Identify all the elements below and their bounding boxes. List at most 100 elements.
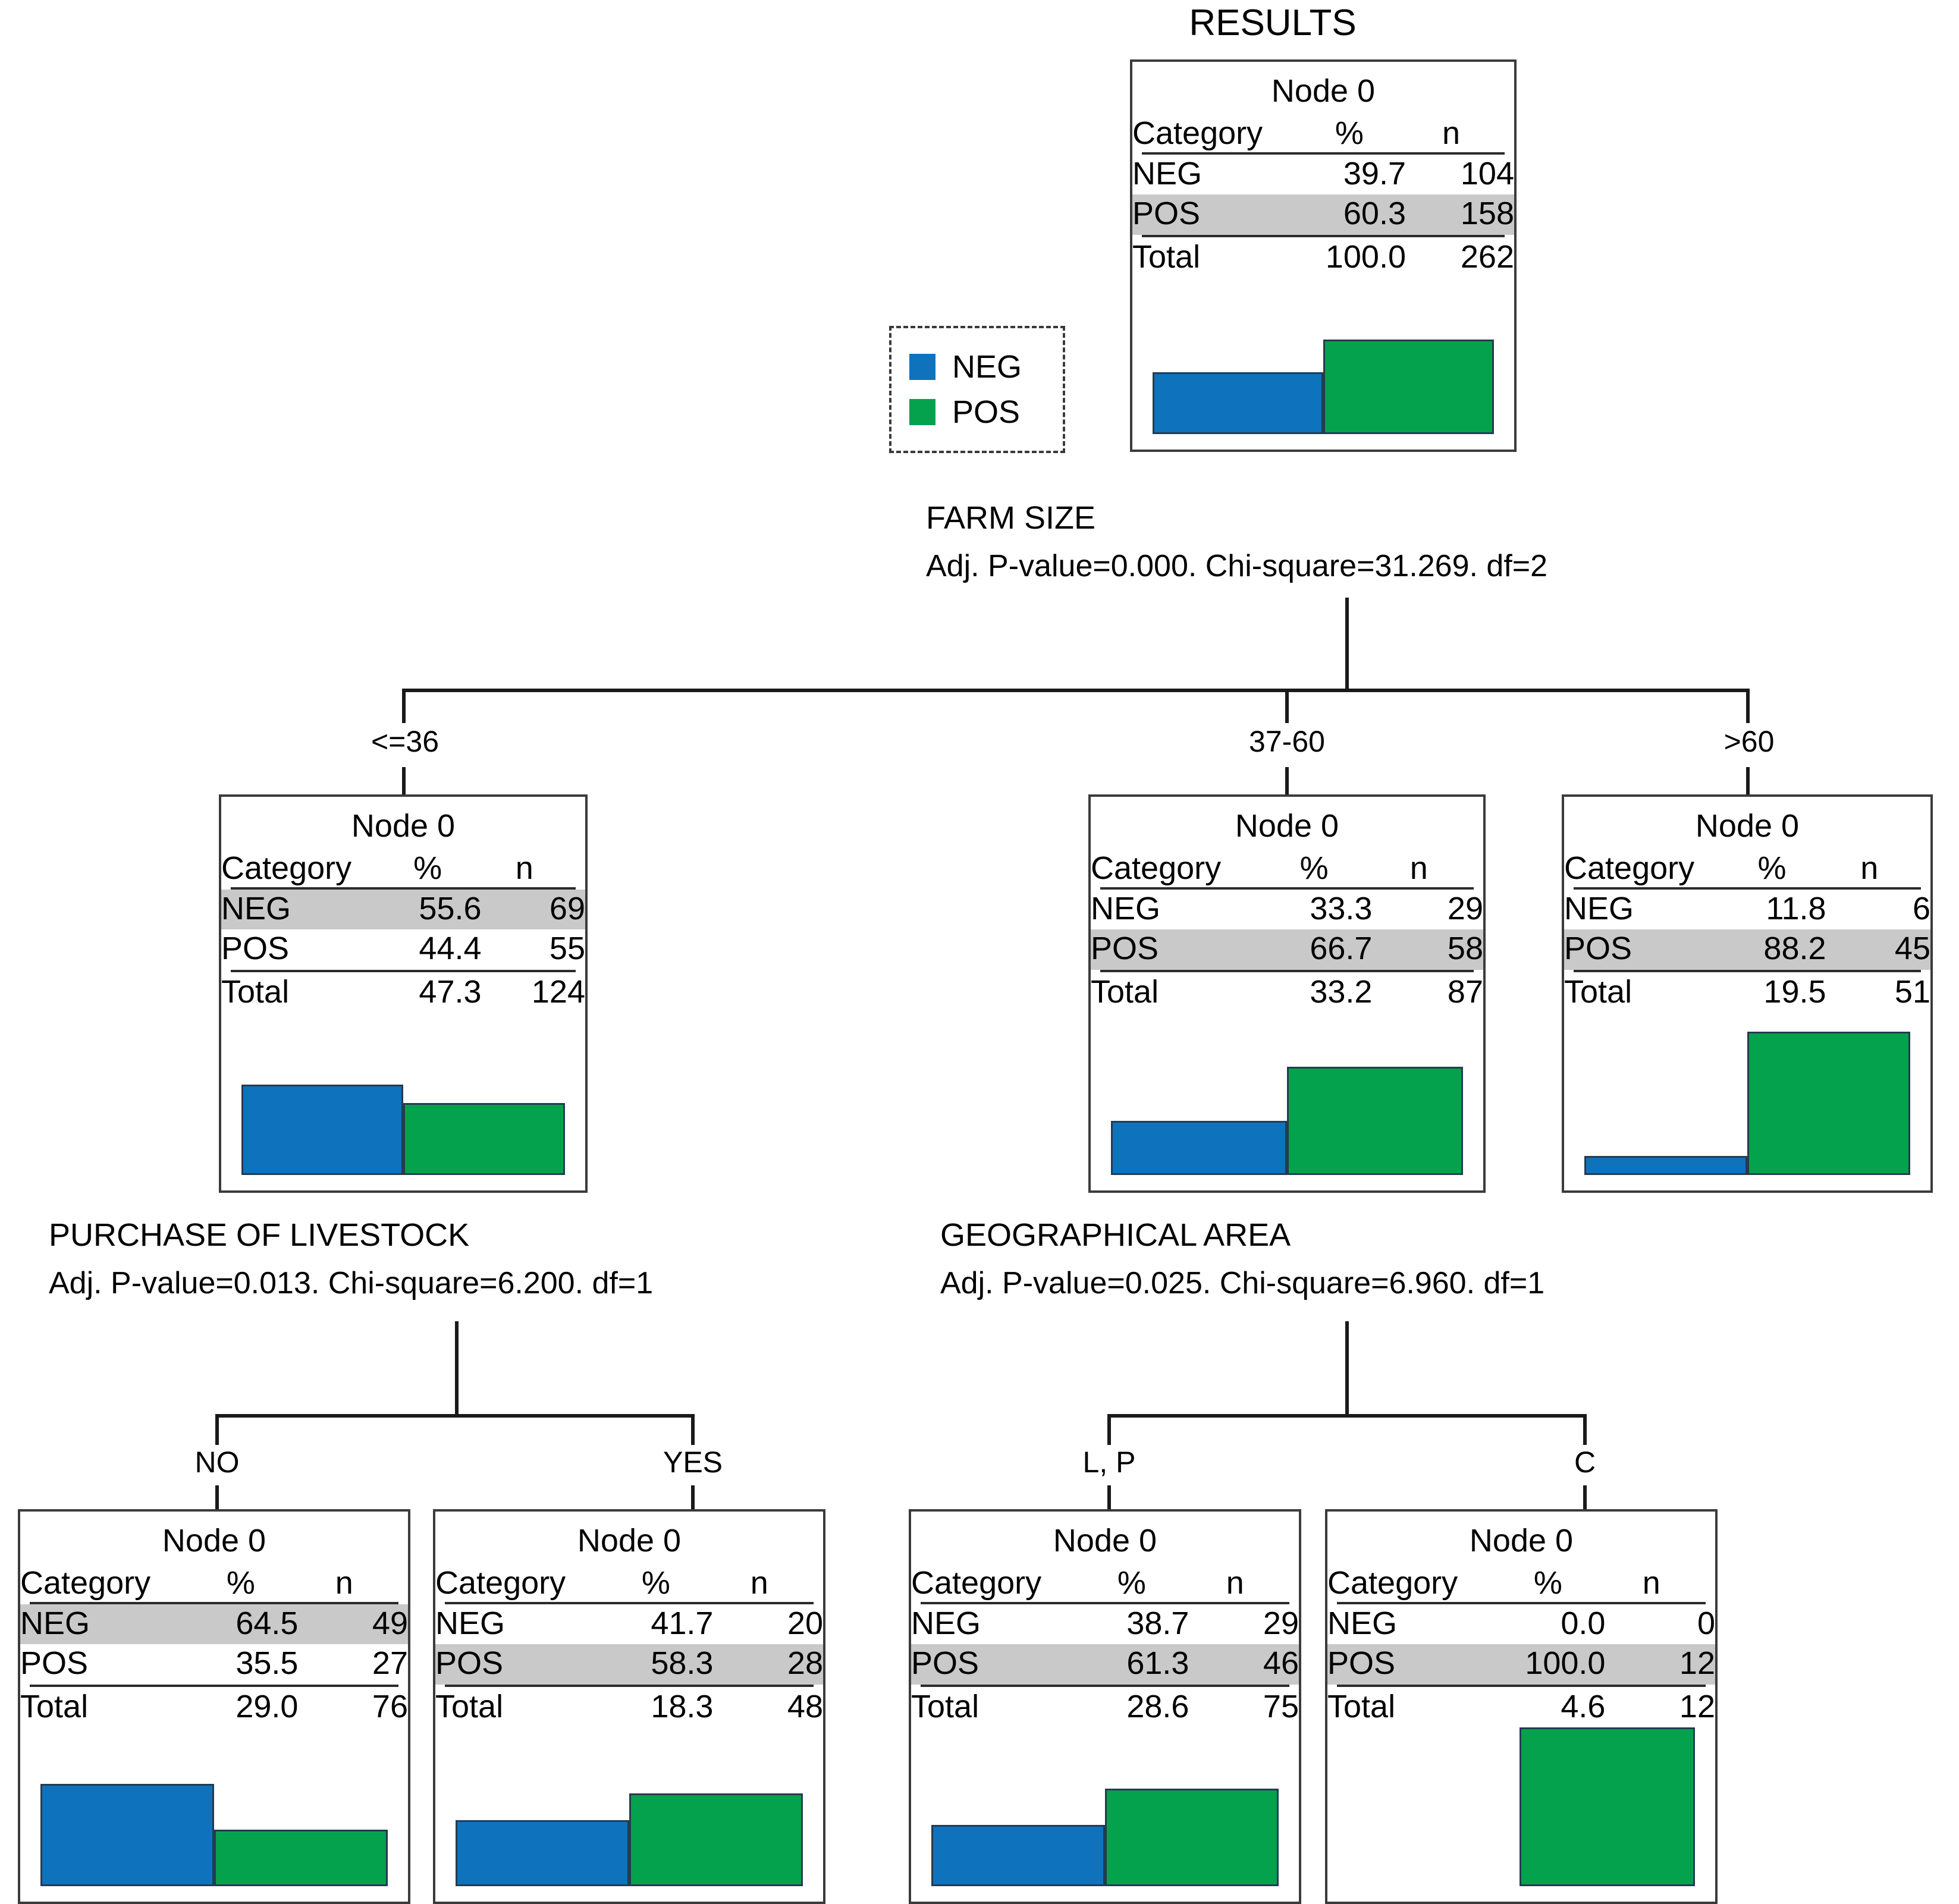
bar-pos <box>1105 1789 1279 1886</box>
node-barchart <box>456 1727 803 1886</box>
table-row: POS 66.7 58 <box>1091 929 1483 970</box>
node-title: Node 0 <box>577 1523 682 1559</box>
connector-drop-37-60 <box>1285 689 1289 723</box>
node-table: Category % n NEG 41.7 20 POS 58.3 28 Tot… <box>435 1564 823 1727</box>
table-header-row: Category % n <box>911 1564 1299 1601</box>
node-geo-c[interactable]: Node 0 Category % n NEG 0.0 0 POS 100.0 … <box>1325 1509 1718 1904</box>
node-barchart <box>1348 1727 1695 1886</box>
table-row: POS 100.0 12 <box>1327 1644 1715 1685</box>
connector-drop-no <box>215 1414 219 1445</box>
page-title: RESULTS <box>1189 2 1357 43</box>
header-count: n <box>1642 1565 1660 1601</box>
node-table: Category % n NEG 33.3 29 POS 66.7 58 Tot… <box>1091 849 1483 1013</box>
header-percent: % <box>1299 850 1329 886</box>
node-barchart <box>1584 1013 1910 1175</box>
connector-drop-lp <box>1107 1414 1111 1445</box>
table-total-row: Total 4.6 12 <box>1327 1688 1715 1724</box>
node-root-table: Category % n NEG 39.7 104 POS 60.3 158 T… <box>1132 114 1514 278</box>
branch-label-le36: <=36 <box>371 725 439 758</box>
header-category: Category <box>435 1565 566 1601</box>
table-row: NEG 64.5 49 <box>20 1604 408 1645</box>
header-category: Category <box>20 1565 151 1601</box>
header-count: n <box>515 850 533 886</box>
header-percent: % <box>1533 1565 1562 1601</box>
header-percent: % <box>1335 115 1364 151</box>
branch-label-lp: L, P <box>1082 1446 1136 1479</box>
node-root-barchart <box>1153 278 1494 434</box>
connector-into-node-lp <box>1107 1485 1111 1510</box>
table-header-row: Category % n <box>20 1564 408 1601</box>
connector-bar-purchase-of-livestock <box>215 1414 695 1418</box>
table-header-row: Category % n <box>435 1564 823 1601</box>
table-row: POS 44.4 55 <box>221 931 585 967</box>
node-root-title: Node 0 <box>1271 73 1376 109</box>
node-root[interactable]: Node 0 Category % n NEG 39.7 104 POS 60.… <box>1130 59 1517 452</box>
node-table: Category % n NEG 38.7 29 POS 61.3 46 Tot… <box>911 1564 1299 1727</box>
table-total-row: Total 29.0 76 <box>20 1688 408 1724</box>
table-header-row: Category % n <box>1091 849 1483 887</box>
node-purchase-no[interactable]: Node 0 Category % n NEG 64.5 49 POS 35.5… <box>18 1509 410 1904</box>
bar-pos <box>629 1793 803 1886</box>
connector-drop-c <box>1583 1414 1587 1445</box>
node-title: Node 0 <box>1053 1523 1157 1559</box>
branch-label-37-60: 37-60 <box>1249 725 1325 758</box>
table-row: POS 61.3 46 <box>911 1644 1299 1685</box>
split-variable-geographical-area: GEOGRAPHICAL AREA <box>940 1217 1291 1253</box>
header-count: n <box>1226 1565 1244 1601</box>
connector-into-node-c <box>1583 1485 1587 1510</box>
node-title: Node 0 <box>1469 1523 1574 1559</box>
table-row: NEG 41.7 20 <box>435 1605 823 1642</box>
split-stats-farm-size: Adj. P-value=0.000. Chi-square=31.269. d… <box>926 549 1548 583</box>
node-farm-size-le36[interactable]: Node 0 Category % n NEG 55.6 69 POS 44.4… <box>219 794 588 1193</box>
header-percent: % <box>1117 1565 1146 1601</box>
legend-label-pos: POS <box>952 394 1021 430</box>
node-barchart <box>241 1013 565 1175</box>
node-farm-size-37-60[interactable]: Node 0 Category % n NEG 33.3 29 POS 66.7… <box>1088 794 1486 1193</box>
node-table: Category % n NEG 55.6 69 POS 44.4 55 Tot… <box>221 849 585 1013</box>
legend-item-neg: NEG <box>909 351 1043 383</box>
node-title: Node 0 <box>351 808 456 844</box>
table-row: NEG 55.6 69 <box>221 890 585 930</box>
legend-swatch-neg <box>909 354 935 380</box>
table-header-row: Category % n <box>1564 849 1930 887</box>
table-total-row: Total 47.3 124 <box>221 973 585 1010</box>
bar-neg <box>931 1824 1105 1886</box>
split-stats-purchase-of-livestock: Adj. P-value=0.013. Chi-square=6.200. df… <box>49 1266 654 1300</box>
table-row: NEG 0.0 0 <box>1327 1605 1715 1642</box>
table-row: POS 88.2 45 <box>1564 929 1930 970</box>
header-count: n <box>750 1565 768 1601</box>
bar-neg <box>1153 372 1323 434</box>
bar-neg <box>1111 1121 1287 1175</box>
split-variable-purchase-of-livestock: PURCHASE OF LIVESTOCK <box>49 1217 470 1253</box>
bar-pos <box>214 1830 388 1886</box>
legend-item-pos: POS <box>909 396 1043 428</box>
legend-swatch-pos <box>909 399 935 425</box>
connector-into-node-le36 <box>402 767 406 796</box>
bar-neg <box>241 1085 403 1175</box>
node-barchart <box>931 1727 1279 1886</box>
split-stats-geographical-area: Adj. P-value=0.025. Chi-square=6.960. df… <box>940 1266 1545 1300</box>
header-category: Category <box>1327 1565 1458 1601</box>
node-farm-size-gt60[interactable]: Node 0 Category % n NEG 11.8 6 POS 88.2 … <box>1562 794 1933 1193</box>
node-title: Node 0 <box>162 1523 266 1559</box>
node-purchase-yes[interactable]: Node 0 Category % n NEG 41.7 20 POS 58.3… <box>433 1509 825 1904</box>
header-category: Category <box>1564 850 1695 886</box>
bar-neg <box>1584 1155 1747 1175</box>
connector-stem-farm-size <box>1345 598 1349 691</box>
connector-into-node-yes <box>691 1485 695 1510</box>
header-count: n <box>1442 115 1461 151</box>
header-count: n <box>1860 850 1879 886</box>
split-variable-farm-size: FARM SIZE <box>926 500 1096 536</box>
node-table: Category % n NEG 64.5 49 POS 35.5 27 Tot… <box>20 1564 408 1727</box>
table-row: NEG 39.7 104 <box>1132 156 1514 192</box>
table-total-row: Total 28.6 75 <box>911 1688 1299 1724</box>
legend: NEG POS <box>889 326 1065 453</box>
header-percent: % <box>1757 850 1787 886</box>
node-geo-lp[interactable]: Node 0 Category % n NEG 38.7 29 POS 61.3… <box>909 1509 1301 1904</box>
header-category: Category <box>1091 850 1222 886</box>
bar-pos <box>403 1102 565 1175</box>
table-row: NEG 33.3 29 <box>1091 891 1483 927</box>
table-row: NEG 38.7 29 <box>911 1605 1299 1642</box>
branch-label-yes: YES <box>663 1446 723 1479</box>
